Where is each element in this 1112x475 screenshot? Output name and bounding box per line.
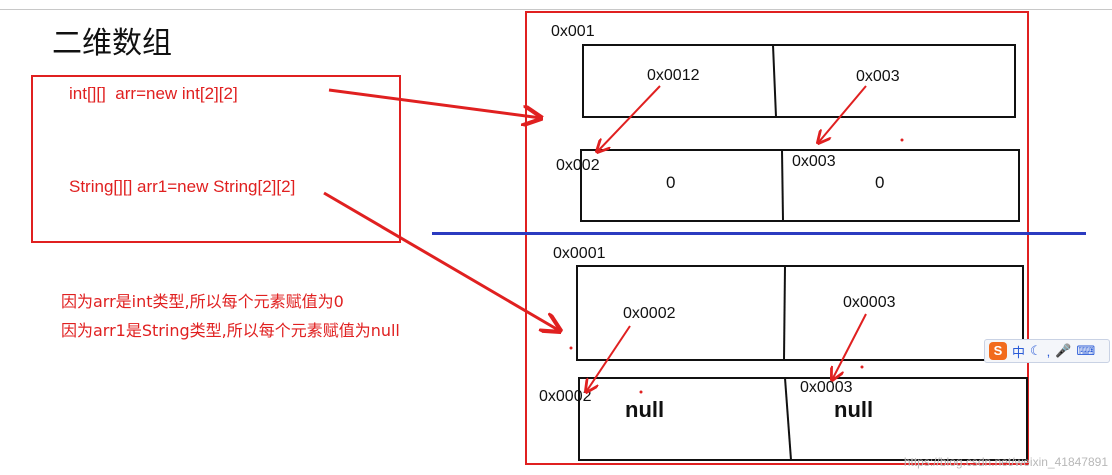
moon-icon[interactable]: ☾ bbox=[1030, 343, 1042, 358]
code-int-declaration: int[][] arr=new int[2][2] bbox=[69, 84, 238, 103]
sogou-logo-icon: S bbox=[989, 342, 1007, 360]
stray-dot bbox=[639, 390, 643, 394]
stray-dot bbox=[860, 365, 864, 369]
arrow-int-to-memory bbox=[328, 88, 541, 118]
memory-frame bbox=[525, 11, 1029, 465]
int-ref-1: 0x003 bbox=[856, 68, 900, 85]
page-title: 二维数组 bbox=[52, 26, 172, 61]
string-ref-0: 0x0002 bbox=[623, 305, 676, 322]
string-ref-1: 0x0003 bbox=[843, 294, 896, 311]
ime-language-label: 中 bbox=[1012, 344, 1026, 360]
top-border-line bbox=[0, 9, 1112, 10]
string-value-1: null bbox=[834, 397, 874, 422]
string-outer-address: 0x0001 bbox=[553, 245, 606, 262]
string-value-0: null bbox=[625, 397, 665, 422]
int-inner-array-cell bbox=[580, 149, 1020, 222]
string-outer-array-cell bbox=[576, 265, 1024, 361]
ime-toolbar[interactable]: S 中 ☾ , 🎤 ⌨ bbox=[984, 339, 1110, 363]
microphone-icon[interactable]: 🎤 bbox=[1055, 343, 1072, 358]
int-inner-address-right: 0x003 bbox=[792, 153, 836, 170]
arrow-string-ref-0 bbox=[586, 325, 631, 392]
blue-divider bbox=[432, 232, 1086, 235]
arrow-string-to-memory bbox=[323, 191, 560, 331]
int-ref-0: 0x0012 bbox=[647, 67, 700, 84]
arrow-int-ref-0 bbox=[597, 85, 661, 152]
note-int-default: 因为arr是int类型,所以每个元素赋值为0 bbox=[61, 292, 344, 311]
watermark-text: https://blog.csdn.net/weixin_41847891 bbox=[903, 455, 1108, 469]
int-value-1: 0 bbox=[875, 173, 885, 192]
punctuation-icon[interactable]: , bbox=[1046, 343, 1051, 359]
int-outer-array-cell bbox=[582, 44, 1016, 118]
string-inner-divider bbox=[784, 377, 792, 461]
int-value-0: 0 bbox=[666, 173, 676, 192]
stray-dot bbox=[569, 346, 573, 350]
note-string-default: 因为arr1是String类型,所以每个元素赋值为null bbox=[61, 321, 400, 340]
int-outer-divider bbox=[772, 44, 777, 118]
code-box bbox=[31, 75, 401, 243]
int-inner-address-left: 0x002 bbox=[556, 157, 600, 174]
arrow-string-ref-1 bbox=[832, 313, 867, 380]
int-outer-address: 0x001 bbox=[551, 23, 595, 40]
code-string-declaration: String[][] arr1=new String[2][2] bbox=[69, 177, 296, 196]
stray-dot bbox=[900, 138, 904, 142]
arrow-int-ref-1 bbox=[818, 85, 867, 143]
string-outer-divider bbox=[783, 265, 786, 361]
string-inner-array-cell bbox=[578, 377, 1028, 461]
keyboard-icon[interactable]: ⌨ bbox=[1076, 343, 1096, 358]
int-inner-divider bbox=[781, 149, 784, 222]
